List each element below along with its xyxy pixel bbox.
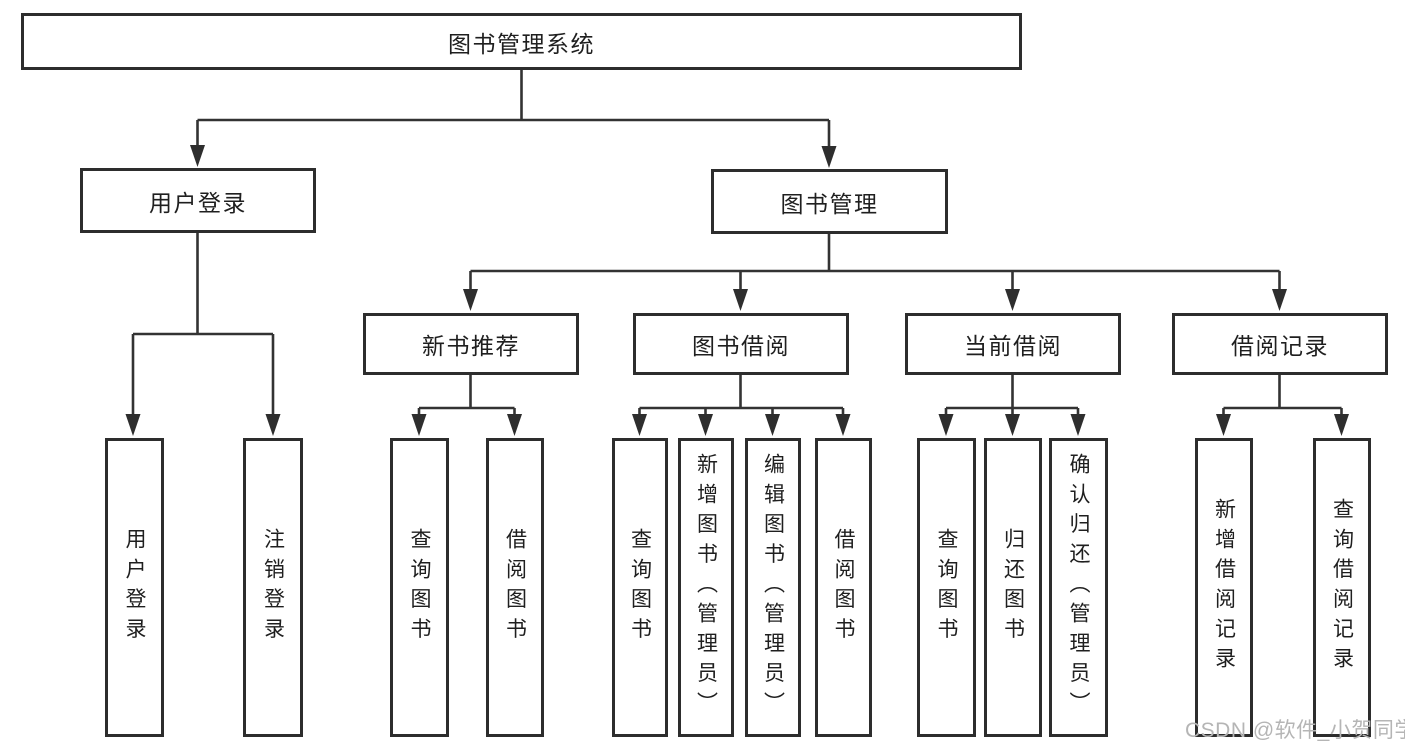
leaf-borrowing-borrow-label: 借阅图书 [832,527,855,648]
node-book-borrowing-label: 图书借阅 [692,333,790,359]
arrowhead-icon [835,414,851,436]
leaf-newbooks-query-label: 查询图书 [408,527,431,648]
node-new-book-recommend: 新书推荐 [363,313,579,375]
arrowhead-icon [1334,414,1349,436]
node-current-borrowing: 当前借阅 [905,313,1121,375]
node-book-management: 图书管理 [711,169,948,234]
arrowhead-icon [1005,414,1020,436]
arrowhead-icon [1272,289,1287,311]
leaf-borrowing-edit-admin: 编辑图书（管理员） [745,438,801,737]
leaf-records-query-label: 查询借阅记录 [1330,498,1354,677]
leaf-current-query-label: 查询图书 [935,527,958,648]
leaf-borrowing-query-label: 查询图书 [628,527,652,648]
connector-root-to-level2 [190,69,837,168]
node-book-management-label: 图书管理 [780,190,879,217]
connector-bookmgmt-to-level3 [463,233,1287,311]
connector-current-to-leaves [938,374,1086,436]
connector-records-to-leaves [1216,374,1349,436]
leaf-current-query: 查询图书 [917,438,976,737]
leaf-newbooks-query: 查询图书 [390,438,449,737]
arrowhead-icon [411,414,427,436]
node-root-system: 图书管理系统 [21,13,1022,70]
arrowhead-icon [265,414,281,436]
leaf-current-confirm-admin: 确认归还（管理员） [1049,438,1108,737]
leaf-records-query: 查询借阅记录 [1313,438,1371,737]
leaf-logout: 注销登录 [243,438,303,737]
node-user-login-label: 用户登录 [149,189,247,216]
leaf-borrowing-add-admin: 新增图书（管理员） [678,438,734,737]
csdn-watermark: CSDN @软件_小贺同学 [1185,719,1405,742]
node-borrow-records-label: 借阅记录 [1231,333,1329,359]
arrowhead-icon [765,414,780,436]
leaf-current-return: 归还图书 [984,438,1042,737]
leaf-borrowing-query: 查询图书 [612,438,668,737]
leaf-current-return-label: 归还图书 [1001,527,1025,648]
arrowhead-icon [1070,414,1086,436]
leaf-user-login-label: 用户登录 [123,527,146,648]
arrowhead-icon [1005,289,1020,311]
leaf-borrowing-edit-admin-label: 编辑图书（管理员） [761,453,785,722]
leaf-newbooks-borrow: 借阅图书 [486,438,544,737]
node-book-borrowing: 图书借阅 [633,313,849,375]
arrowhead-icon [507,414,522,436]
arrowhead-icon [938,414,954,436]
leaf-records-add: 新增借阅记录 [1195,438,1253,737]
arrowhead-icon [698,414,713,436]
leaf-borrowing-borrow: 借阅图书 [815,438,872,737]
node-borrow-records: 借阅记录 [1172,313,1388,375]
leaf-logout-label: 注销登录 [261,527,285,648]
arrowhead-icon [733,289,748,311]
leaf-newbooks-borrow-label: 借阅图书 [503,527,527,648]
leaf-user-login: 用户登录 [105,438,164,737]
arrowhead-icon [821,146,837,168]
node-root-label: 图书管理系统 [448,30,595,57]
connector-userlogin-to-leaves [125,232,281,436]
leaf-current-confirm-admin-label: 确认归还（管理员） [1067,453,1090,722]
node-current-borrowing-label: 当前借阅 [964,333,1062,359]
connector-newbooks-to-leaves [411,374,522,436]
arrowhead-icon [1216,414,1231,436]
arrowhead-icon [463,289,478,311]
node-user-login: 用户登录 [80,168,316,233]
leaf-records-add-label: 新增借阅记录 [1212,498,1236,677]
arrowhead-icon [190,145,205,167]
arrowhead-icon [632,414,647,436]
arrowhead-icon [125,414,141,436]
leaf-borrowing-add-admin-label: 新增图书（管理员） [694,453,718,722]
connector-borrowing-to-leaves [632,374,851,436]
node-new-book-recommend-label: 新书推荐 [422,333,520,359]
